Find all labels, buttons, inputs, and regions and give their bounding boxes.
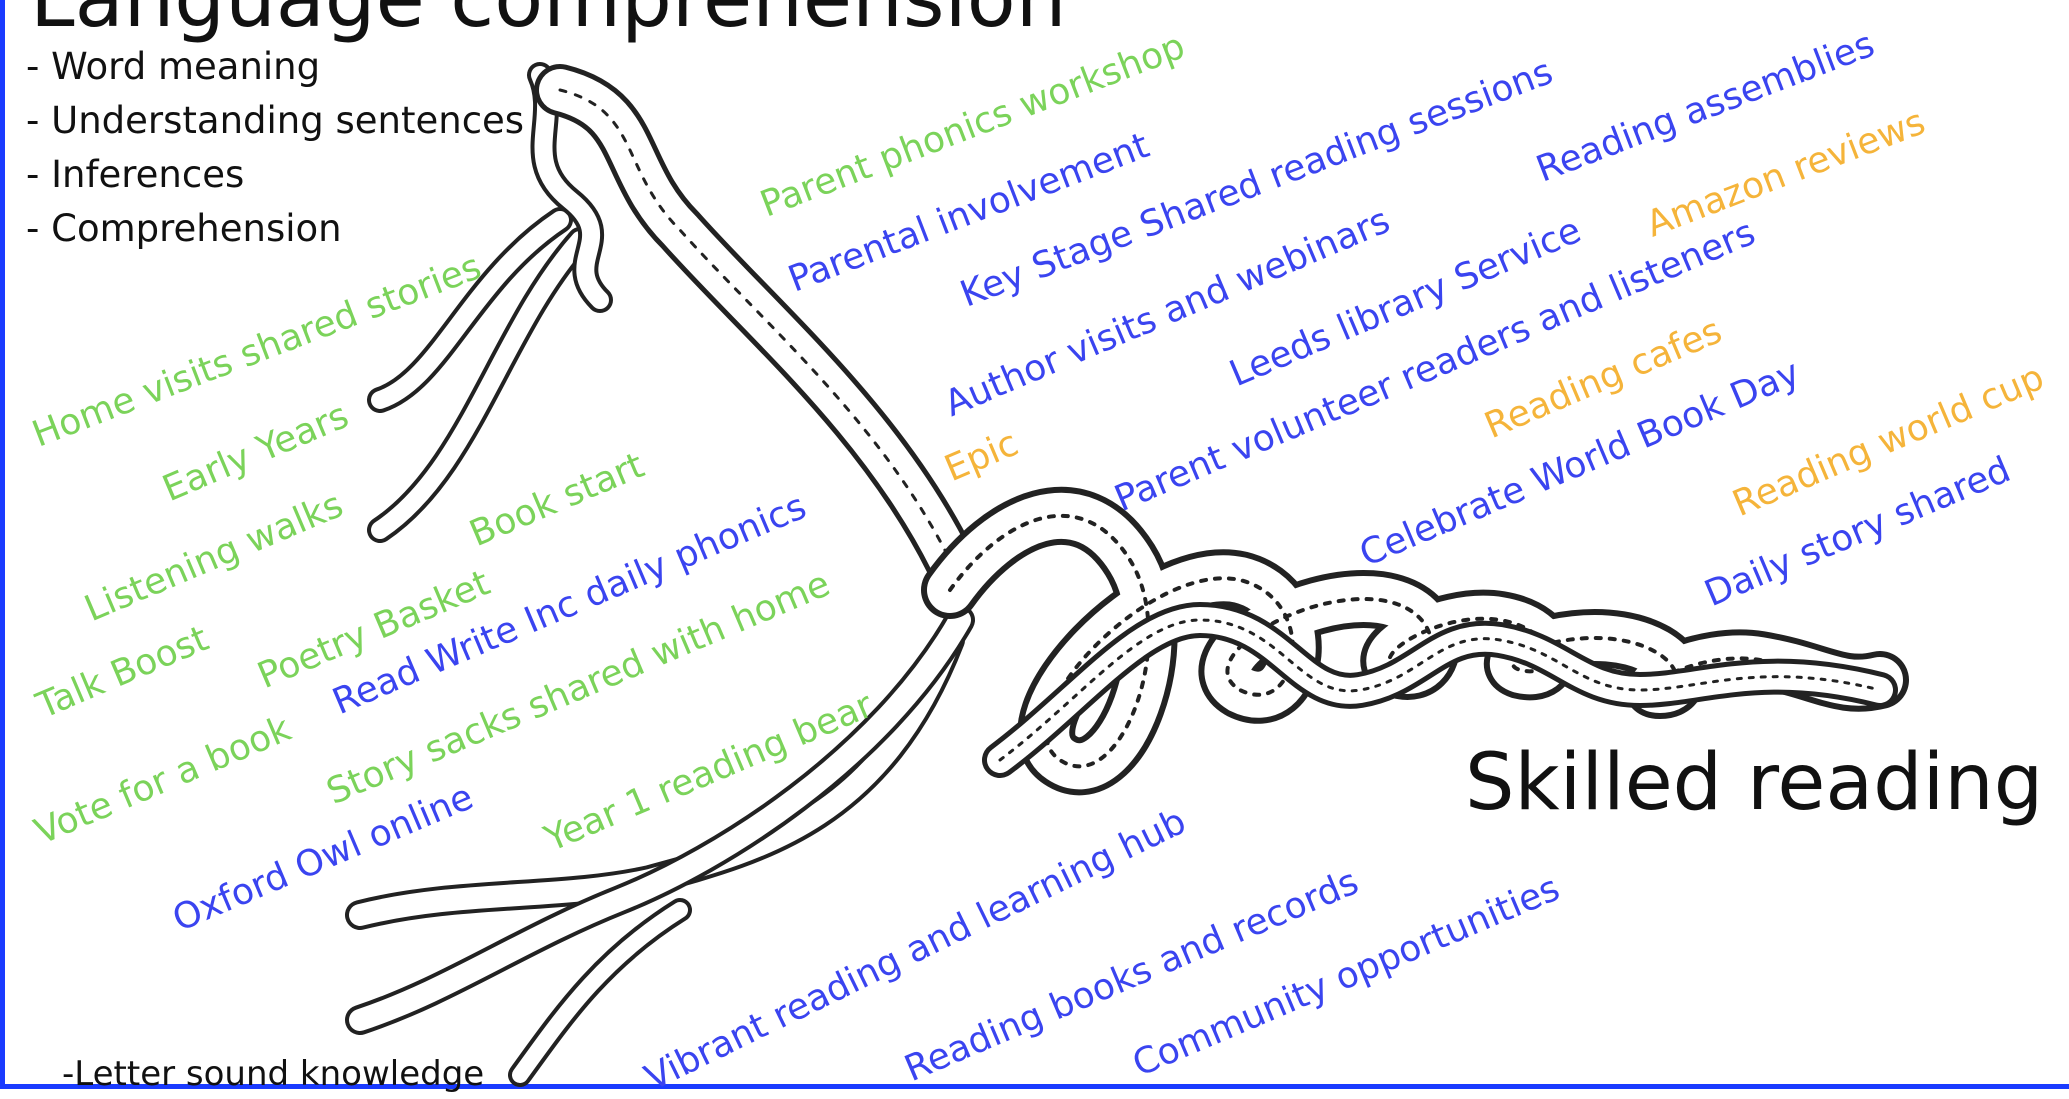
lower-strands [345,605,975,1087]
comprehension-bullet-list: - Word meaning - Understanding sentences… [26,40,524,256]
frame-bottom-border [0,1084,2069,1089]
letter-sound-knowledge-label: -Letter sound knowledge [62,1054,485,1094]
bullet-inferences: - Inferences [26,153,245,196]
bullet-comprehension: - Comprehension [26,207,342,250]
frame-left-border [0,0,5,1089]
section-title: Language comprehension [30,0,1066,45]
twisted-rope [921,486,1909,796]
upper-strands [367,62,976,586]
bullet-word-meaning: - Word meaning [26,45,321,88]
skilled-reading-label: Skilled reading [1465,738,2044,828]
bullet-understanding-sentences: - Understanding sentences [26,99,525,142]
